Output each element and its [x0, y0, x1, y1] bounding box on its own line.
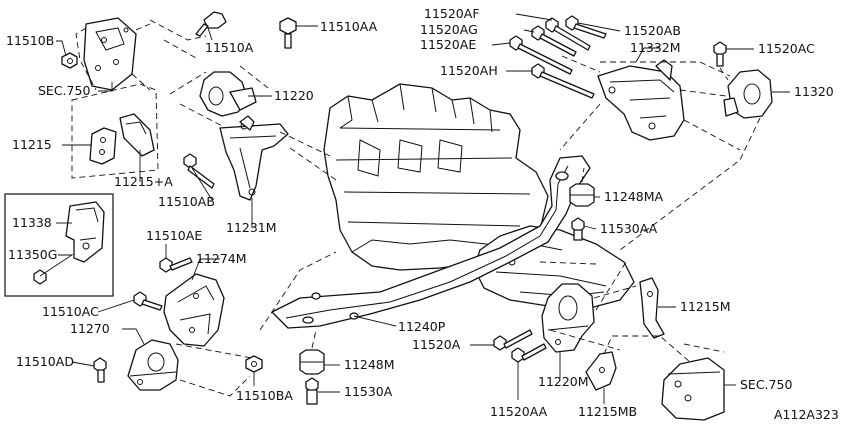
label-11510A: 11510A — [205, 40, 254, 55]
bolt-11520AH — [531, 63, 595, 99]
label-11215M: 11215M — [680, 299, 731, 314]
label-11510AE: 11510AE — [146, 228, 202, 243]
engine-mount-bracket-11231M — [219, 115, 289, 201]
center-member-11240P — [271, 155, 591, 329]
diagram-code: A112A323 — [774, 407, 839, 422]
bolt-11510A — [195, 11, 227, 37]
label-11220: 11220 — [274, 88, 314, 103]
mount-plate-11215MB — [585, 351, 617, 391]
label-11520AA: 11520AA — [490, 404, 548, 419]
label-11520AE: 11520AE — [420, 37, 476, 52]
bolt-11510AB — [183, 153, 215, 189]
inset-box-11338 — [4, 193, 114, 297]
label-11510AB: 11510AB — [158, 194, 215, 209]
bolt-11520A — [493, 329, 533, 351]
label-11215: 11215 — [12, 137, 52, 152]
label-11248MA: 11248MA — [604, 189, 664, 204]
label-11274M: 11274M — [196, 251, 247, 266]
label-11510AC: 11510AC — [42, 304, 99, 319]
label-11530A: 11530A — [344, 384, 393, 399]
spacer-11248M — [299, 349, 325, 375]
label-11231M: 11231M — [226, 220, 277, 235]
label-11215MB: 11215MB — [578, 404, 637, 419]
bolt-11520AA — [511, 343, 547, 363]
bolt-11510AC — [133, 291, 163, 311]
label-11510AD: 11510AD — [16, 354, 74, 369]
label-11520AH: 11520AH — [440, 63, 498, 78]
label-11320: 11320 — [794, 84, 834, 99]
label-11338: 11338 — [12, 215, 52, 230]
leader-lines — [39, 13, 790, 404]
label-11350G: 11350G — [8, 247, 57, 262]
part-labels: 11510B 11510A 11510AA SEC.750 11220 1121… — [6, 6, 839, 422]
nut-11510B — [61, 52, 78, 69]
label-11240P: 11240P — [398, 319, 446, 334]
label-11510B: 11510B — [6, 33, 54, 48]
label-sec750-bottom: SEC.750 — [740, 377, 792, 392]
nut-11510BA — [245, 355, 263, 373]
rear-bracket-sec750 — [661, 357, 725, 421]
label-11332M: 11332M — [630, 40, 681, 55]
label-11220M: 11220M — [538, 374, 589, 389]
bolt-11510AE — [159, 257, 193, 273]
mount-plate-11215M — [639, 277, 665, 339]
label-11520AG: 11520AG — [420, 22, 478, 37]
spacer-11248MA — [569, 183, 595, 207]
bolt-11510AA-top — [279, 17, 297, 49]
label-11520AC: 11520AC — [758, 41, 815, 56]
label-11530AA: 11530AA — [600, 221, 658, 236]
bolt-11530AA — [571, 217, 585, 241]
label-11520AF: 11520AF — [424, 6, 480, 21]
mount-plate-11215 — [89, 127, 117, 165]
bolt-11530A — [305, 377, 319, 405]
bolts-11520AF-AG-AE-AB — [509, 15, 607, 75]
label-11510AA-top: 11510AA — [320, 19, 378, 34]
mount-bracket-11332M — [597, 59, 685, 141]
engine-mount-insulator-11320 — [723, 69, 773, 119]
mount-insulator-11220M — [541, 283, 595, 353]
label-11520A: 11520A — [412, 337, 461, 352]
front-bracket-sec750 — [83, 17, 137, 91]
bolt-11510AD — [93, 357, 107, 383]
bolt-11520AC — [713, 41, 727, 67]
label-11520AB: 11520AB — [624, 23, 681, 38]
label-sec750-top: SEC.750 — [38, 83, 90, 98]
mount-bracket-11274M — [163, 273, 225, 347]
label-11248M-bottom: 11248M — [344, 357, 395, 372]
engine-mount-11270 — [127, 339, 179, 391]
label-11510BA: 11510BA — [236, 388, 293, 403]
label-11270: 11270 — [70, 321, 110, 336]
engine-mount-insulator-11220 — [199, 71, 257, 117]
label-11215A: 11215+A — [114, 174, 173, 189]
mount-plate-11215A — [119, 113, 155, 157]
